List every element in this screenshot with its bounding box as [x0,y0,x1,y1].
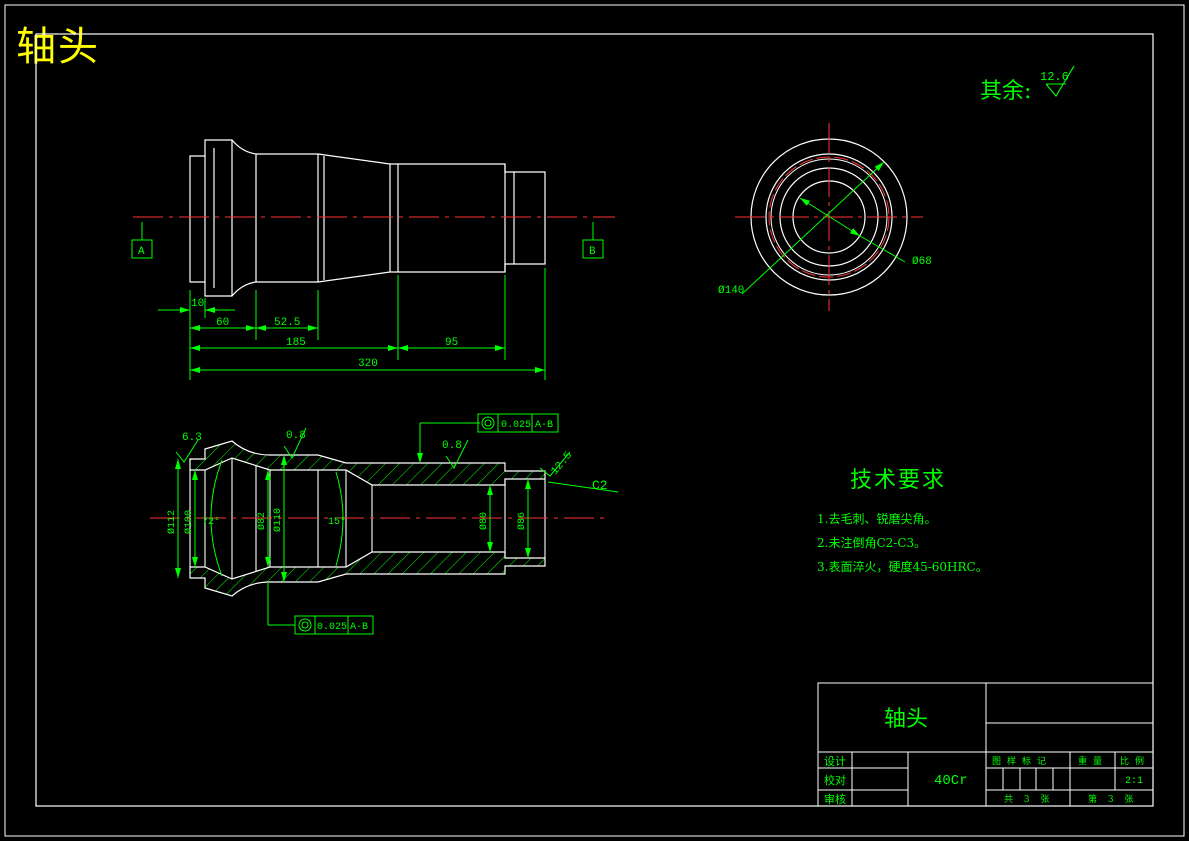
title-block-sheet-total: 共 3 张 [1004,794,1053,805]
dim-60: 60 [216,317,229,329]
title-block-sheet-num: 第 3 张 [1088,793,1137,805]
tolerance-top-datum: A-B [535,420,553,431]
section-roughness-4: 12.5 [549,450,575,478]
front-view [189,139,546,297]
title-block-row-design: 设计 [824,755,846,768]
drawing-title: 轴头 [16,24,100,70]
dim-dia-86: Ø86 [516,512,528,530]
tech-req-item-1: 1.去毛刺、锐磨尖角。 [817,512,936,526]
dim-dia-82: Ø82 [256,512,268,530]
inner-border [35,33,1154,807]
outer-border [4,4,1185,837]
title-block-header-mark: 图样标记 [992,755,1052,767]
tech-req-title: 技术要求 [850,468,946,493]
dim-95: 95 [445,337,458,349]
view-label-a: A [138,246,145,258]
title-block-scale: 2:1 [1125,776,1143,787]
dim-185: 185 [286,337,306,349]
section-angle-72: 72° [202,516,220,528]
title-block [817,682,1154,807]
tolerance-top-value: 0.025 [501,420,531,431]
title-block-header-weight: 重量 [1078,755,1108,767]
dim-outer-diameter: Ø140 [718,285,744,297]
section-roughness-3: 0.8 [442,440,462,452]
dim-dia-100: Ø100 [183,510,195,534]
tolerance-bottom-value: 0.025 [317,622,347,633]
title-block-header-scale: 比例 [1120,755,1150,767]
front-dimensions [158,268,546,380]
dim-52-5: 52.5 [274,317,300,329]
dim-10: 10 [191,298,204,310]
section-chamfer: C2 [592,478,608,493]
dim-dia-112: Ø112 [166,510,178,534]
section-dimensions [175,422,619,626]
dim-dia-80: Ø80 [478,512,490,530]
title-block-row-review: 审核 [824,792,846,806]
tolerance-frame-top [477,413,559,433]
dim-dia-110: Ø110 [272,508,284,532]
section-roughness-1: 6.3 [182,432,202,444]
tech-req-item-3: 3.表面淬火，硬度45-60HRC。 [817,559,988,574]
title-block-name: 轴头 [884,707,928,732]
view-label-b: B [589,246,596,258]
tech-req-item-2: 2.未注倒角C2-C3。 [817,535,926,550]
title-block-row-check: 校对 [824,773,846,787]
section-angle-15: 15° [328,516,346,528]
dim-inner-diameter: Ø68 [912,256,932,268]
dim-320: 320 [358,358,378,370]
tolerance-bottom-datum: A-B [350,622,368,633]
roughness-symbol [1045,65,1075,98]
end-view [735,123,923,311]
section-roughness-2: 0.8 [286,430,306,442]
roughness-label: 其余: [980,79,1031,104]
roughness-value: 12.6 [1040,70,1069,84]
tolerance-frame-bottom [294,615,374,635]
title-block-material: 40Cr [934,773,968,789]
